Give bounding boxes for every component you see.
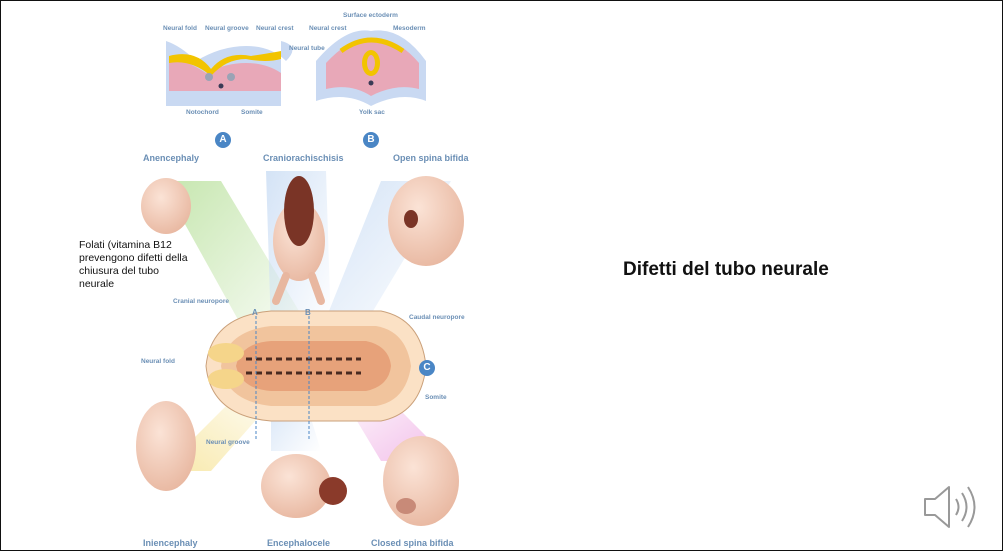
- caption-anencephaly: Anencephaly: [143, 153, 200, 163]
- caption-closed-spina-bifida: Closed spina bifida: [371, 538, 454, 548]
- label-notochord: Notochord: [186, 109, 219, 116]
- label-yolk-sac: Yolk sac: [359, 109, 385, 116]
- label-caudal-neuropore: Caudal neuropore: [409, 314, 465, 321]
- folate-note: Folati (vitamina B12 prevengono difetti …: [79, 239, 188, 290]
- fetus-open-spina-bifida: [388, 176, 464, 266]
- fetus-anencephaly: [141, 178, 191, 234]
- label-surface-ectoderm: Surface ectoderm: [343, 12, 398, 19]
- label-neural-fold-a: Neural fold: [163, 25, 197, 32]
- label-somite-c: Somite: [425, 394, 447, 401]
- panel-b-cross-section: [316, 30, 426, 106]
- fetus-closed-spina-bifida: [383, 436, 459, 526]
- speaker-icon[interactable]: [919, 481, 981, 533]
- section-marker-b: B: [305, 308, 311, 317]
- panel-a-cross-section: [166, 41, 293, 106]
- label-neural-groove: Neural groove: [205, 25, 249, 32]
- figure-illustration: [136, 30, 464, 526]
- caption-craniorachischisis: Craniorachischisis: [263, 153, 344, 163]
- caption-iniencephaly: Iniencephaly: [143, 538, 198, 548]
- label-somite-a: Somite: [241, 109, 263, 116]
- neural-tube-defects-figure: Neural fold Neural groove Neural crest N…: [121, 1, 481, 550]
- label-cranial-neuropore: Cranial neuropore: [173, 298, 229, 305]
- fetus-craniorachischisis: [272, 176, 325, 305]
- caption-encephalocele: Encephalocele: [267, 538, 331, 548]
- badge-a: A: [215, 132, 231, 148]
- badge-b: B: [363, 132, 379, 148]
- label-neural-fold-c: Neural fold: [141, 358, 175, 365]
- label-mesoderm: Mesoderm: [393, 25, 426, 32]
- caption-open-spina-bifida: Open spina bifida: [393, 153, 469, 163]
- slide-title: Difetti del tubo neurale: [623, 259, 829, 280]
- label-neural-crest-a: Neural crest: [256, 25, 294, 32]
- section-marker-a: A: [252, 308, 258, 317]
- badge-c: C: [419, 360, 435, 376]
- label-neural-tube: Neural tube: [289, 45, 325, 52]
- fetus-encephalocele: [261, 454, 347, 518]
- fetus-iniencephaly: [136, 401, 196, 491]
- panel-c-embryo: [205, 310, 427, 441]
- label-neural-groove-c: Neural groove: [206, 439, 250, 446]
- label-neural-crest-b: Neural crest: [309, 25, 347, 32]
